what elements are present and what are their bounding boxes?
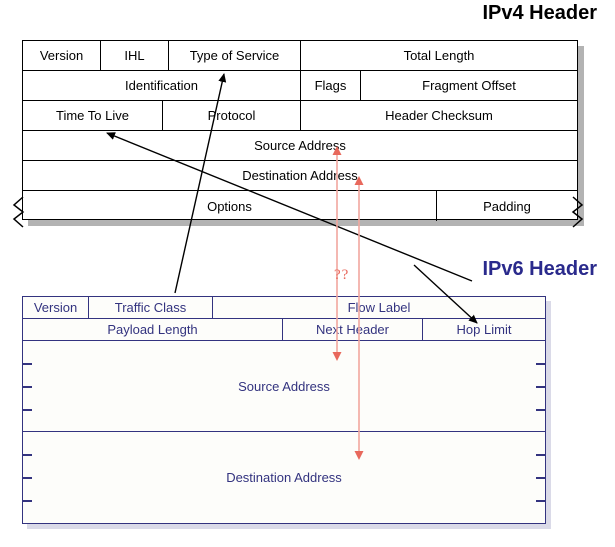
ipv4-field-header-checksum: Header Checksum [385, 108, 493, 123]
ipv4-field-destination-address: Destination Address [242, 168, 358, 183]
torn-edge-right-icon [571, 196, 584, 228]
table-row: Destination Address [23, 432, 545, 523]
table-row: Version Traffic Class Flow Label [23, 297, 545, 319]
ipv4-field-version: Version [23, 41, 101, 70]
ipv4-field-identification: Identification [23, 71, 301, 100]
table-row: Source Address [23, 341, 545, 432]
ipv6-field-destination-address: Destination Address [226, 470, 342, 485]
ipv6-field-source-address: Source Address [238, 378, 330, 394]
ipv6-field-next-header: Next Header [283, 319, 423, 340]
ipv6-field-hop-limit: Hop Limit [456, 322, 512, 337]
ipv6-field-flow-label: Flow Label [347, 300, 411, 315]
ipv6-field-version: Version [23, 297, 89, 318]
table-row: Destination Address [23, 161, 577, 191]
table-row: Payload Length Next Header Hop Limit [23, 319, 545, 341]
ipv4-field-flags: Flags [301, 71, 361, 100]
ipv4-header-title: IPv4 Header [482, 2, 597, 24]
ipv6-field-payload-length: Payload Length [23, 319, 283, 340]
ipv4-field-options: Options [23, 191, 437, 221]
table-row: Version IHL Type of Service Total Length [23, 41, 577, 71]
table-row: Time To Live Protocol Header Checksum [23, 101, 577, 131]
ipv4-field-source-address: Source Address [254, 138, 346, 153]
ipv4-field-type-of-service: Type of Service [169, 41, 301, 70]
ipv4-field-padding: Padding [483, 198, 531, 214]
unknown-mapping-label: ?? [334, 267, 350, 283]
ipv4-field-time-to-live: Time To Live [23, 101, 163, 130]
ipv6-header-title: IPv6 Header [482, 258, 597, 280]
table-row: Identification Flags Fragment Offset [23, 71, 577, 101]
ipv6-field-traffic-class: Traffic Class [89, 297, 213, 318]
ipv4-field-total-length: Total Length [403, 48, 475, 63]
ipv4-field-protocol: Protocol [163, 101, 301, 130]
ipv4-header-table: Version IHL Type of Service Total Length… [22, 40, 578, 221]
ipv4-field-ihl: IHL [101, 41, 169, 70]
ipv4-field-fragment-offset: Fragment Offset [422, 78, 516, 93]
table-row: Source Address [23, 131, 577, 161]
ipv6-header-table: Version Traffic Class Flow Label Payload… [22, 296, 546, 524]
torn-edge-left-icon [12, 196, 25, 228]
table-row: Options Padding [23, 191, 577, 221]
